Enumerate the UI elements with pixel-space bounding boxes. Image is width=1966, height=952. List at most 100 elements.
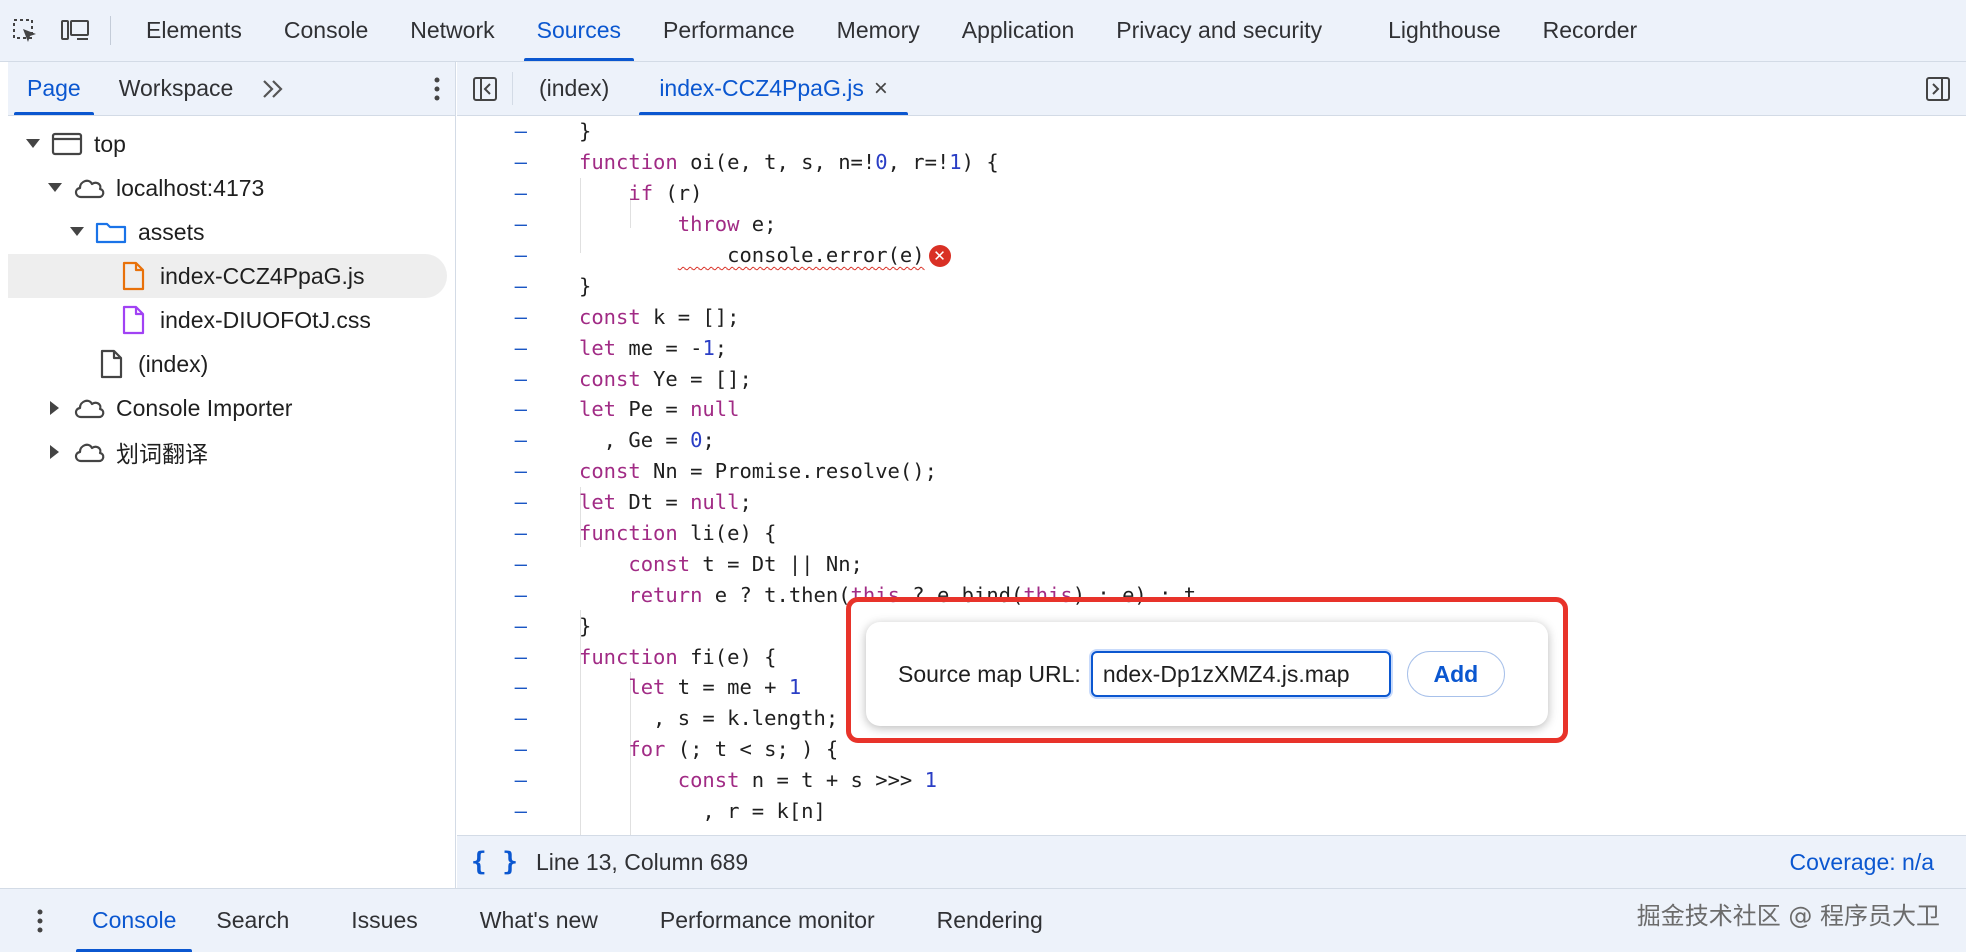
code-text: if (r) <box>628 181 703 206</box>
line-gutter[interactable]: – <box>514 459 527 484</box>
code-line[interactable]: – } <box>457 116 1966 147</box>
code-line[interactable]: – , s = k.length; <box>457 703 1966 734</box>
line-gutter[interactable]: – <box>514 490 527 515</box>
line-gutter[interactable]: – <box>514 181 527 206</box>
code-line[interactable]: – function li(e) { <box>457 518 1966 549</box>
tree-item-top[interactable]: top <box>8 122 455 166</box>
line-gutter[interactable]: – <box>514 706 527 731</box>
kebab-menu-icon <box>434 77 440 101</box>
tab-network[interactable]: Network <box>410 17 495 43</box>
tab-lighthouse[interactable]: Lighthouse <box>1388 17 1501 43</box>
editor-tab-index[interactable]: (index) <box>519 62 629 115</box>
expanded-arrow-icon[interactable] <box>22 133 44 155</box>
tree-item-label: Console Importer <box>116 394 293 421</box>
js-file-icon <box>116 261 150 291</box>
source-map-url-input[interactable] <box>1090 651 1391 697</box>
tab-performance[interactable]: Performance <box>663 17 795 43</box>
add-button[interactable]: Add <box>1406 651 1505 697</box>
tree-item-css-file[interactable]: index-DIUOFOtJ.css <box>8 298 455 342</box>
code-line[interactable]: – const k = []; <box>457 301 1966 332</box>
line-gutter[interactable]: – <box>514 273 527 298</box>
code-line[interactable]: – if (r) <box>457 178 1966 209</box>
line-gutter[interactable]: – <box>514 150 527 175</box>
tab-memory[interactable]: Memory <box>836 17 920 43</box>
line-gutter[interactable]: – <box>514 366 527 391</box>
line-gutter[interactable]: – <box>514 119 527 144</box>
line-gutter[interactable]: – <box>514 243 527 267</box>
line-gutter[interactable]: – <box>514 799 527 824</box>
error-icon[interactable]: ✕ <box>928 245 951 267</box>
pretty-print-button[interactable]: { } <box>471 847 518 877</box>
tab-console[interactable]: Console <box>283 17 369 43</box>
code-line[interactable]: – return e ? t.then(this ? e.bind(this) … <box>457 579 1966 610</box>
line-gutter[interactable]: – <box>514 212 527 237</box>
line-gutter[interactable]: – <box>514 582 527 607</box>
line-gutter[interactable]: – <box>514 737 527 762</box>
tree-item-console-importer[interactable]: Console Importer <box>8 386 455 430</box>
drawer-tab-whats-new[interactable]: What's new <box>479 907 598 933</box>
expanded-arrow-icon[interactable] <box>44 177 66 199</box>
drawer-tab-performance-monitor[interactable]: Performance monitor <box>659 907 875 933</box>
toggle-debugger-button[interactable] <box>1918 62 1958 116</box>
code-text: let Pe = null <box>579 397 740 422</box>
inspect-element-button[interactable] <box>0 0 50 61</box>
collapsed-arrow-icon[interactable] <box>44 397 66 419</box>
navigator-menu-button[interactable] <box>433 62 441 116</box>
line-gutter[interactable]: – <box>514 335 527 360</box>
tree-item-assets[interactable]: assets <box>8 210 455 254</box>
tab-workspace[interactable]: Workspace <box>118 75 234 101</box>
tab-elements[interactable]: Elements <box>146 17 242 43</box>
drawer-tab-issues[interactable]: Issues <box>351 907 418 933</box>
tab-sources[interactable]: Sources <box>516 0 642 61</box>
code-line[interactable]: – const Ye = []; <box>457 363 1966 394</box>
code-line[interactable]: – function oi(e, t, s, n=!0, r=!1) { <box>457 147 1966 178</box>
tree-item-translate-extension[interactable]: 划词翻译 <box>8 430 455 474</box>
code-line[interactable]: – , r = k[n] <box>457 796 1966 827</box>
tree-item-js-file[interactable]: index-CCZ4PpaG.js <box>8 254 447 298</box>
code-line[interactable]: – let Dt = null; <box>457 487 1966 518</box>
line-gutter[interactable]: – <box>514 675 527 700</box>
code-text: let me = -1; <box>579 335 728 360</box>
code-line[interactable]: – const t = Dt || Nn; <box>457 548 1966 579</box>
code-line[interactable]: – for (; t < s; ) { <box>457 734 1966 765</box>
toggle-navigator-button[interactable] <box>457 72 513 105</box>
device-toolbar-button[interactable] <box>50 0 100 61</box>
code-line[interactable]: – , Ge = 0; <box>457 425 1966 456</box>
code-line[interactable]: – function fi(e) { <box>457 641 1966 672</box>
tab-privacy-and-security[interactable]: Privacy and security <box>1116 17 1323 43</box>
line-gutter[interactable]: – <box>514 644 527 669</box>
tree-item-localhost[interactable]: localhost:4173 <box>8 166 455 210</box>
drawer-menu-button[interactable] <box>8 889 72 952</box>
code-line[interactable]: – const Nn = Promise.resolve(); <box>457 456 1966 487</box>
drawer-tab-console[interactable]: Console <box>72 889 196 952</box>
expanded-arrow-icon[interactable] <box>66 221 88 243</box>
more-tabs-button[interactable] <box>252 62 294 115</box>
line-gutter[interactable]: – <box>514 521 527 546</box>
collapsed-arrow-icon[interactable] <box>44 441 66 463</box>
code-line[interactable]: – let Pe = null <box>457 394 1966 425</box>
code-line[interactable]: – let me = -1; <box>457 332 1966 363</box>
code-line[interactable]: – const n = t + s >>> 1 <box>457 765 1966 796</box>
close-icon[interactable]: × <box>873 74 888 102</box>
tab-page[interactable]: Page <box>8 62 100 115</box>
tree-item-index[interactable]: (index) <box>8 342 455 386</box>
line-gutter[interactable]: – <box>514 397 527 422</box>
code-line[interactable]: – let t = me + 1 <box>457 672 1966 703</box>
tab-application[interactable]: Application <box>961 17 1075 43</box>
line-gutter[interactable]: – <box>514 551 527 576</box>
coverage-link[interactable]: Coverage: n/a <box>1789 848 1934 875</box>
editor-tab-label: index-CCZ4PpaG.js <box>659 75 864 101</box>
drawer-tab-rendering[interactable]: Rendering <box>936 907 1043 933</box>
code-text-error: console.error(e) <box>677 243 925 267</box>
line-gutter[interactable]: – <box>514 613 527 638</box>
code-line[interactable]: – } <box>457 270 1966 301</box>
editor-tab-js-file[interactable]: index-CCZ4PpaG.js × <box>639 62 908 115</box>
tab-recorder[interactable]: Recorder <box>1542 17 1638 43</box>
line-gutter[interactable]: – <box>514 304 527 329</box>
code-line[interactable]: – throw e; <box>457 209 1966 240</box>
line-gutter[interactable]: – <box>514 768 527 793</box>
code-line[interactable]: – console.error(e)✕ <box>457 240 1966 271</box>
code-line[interactable]: – } <box>457 610 1966 641</box>
drawer-tab-search[interactable]: Search <box>216 907 290 933</box>
line-gutter[interactable]: – <box>514 428 527 453</box>
